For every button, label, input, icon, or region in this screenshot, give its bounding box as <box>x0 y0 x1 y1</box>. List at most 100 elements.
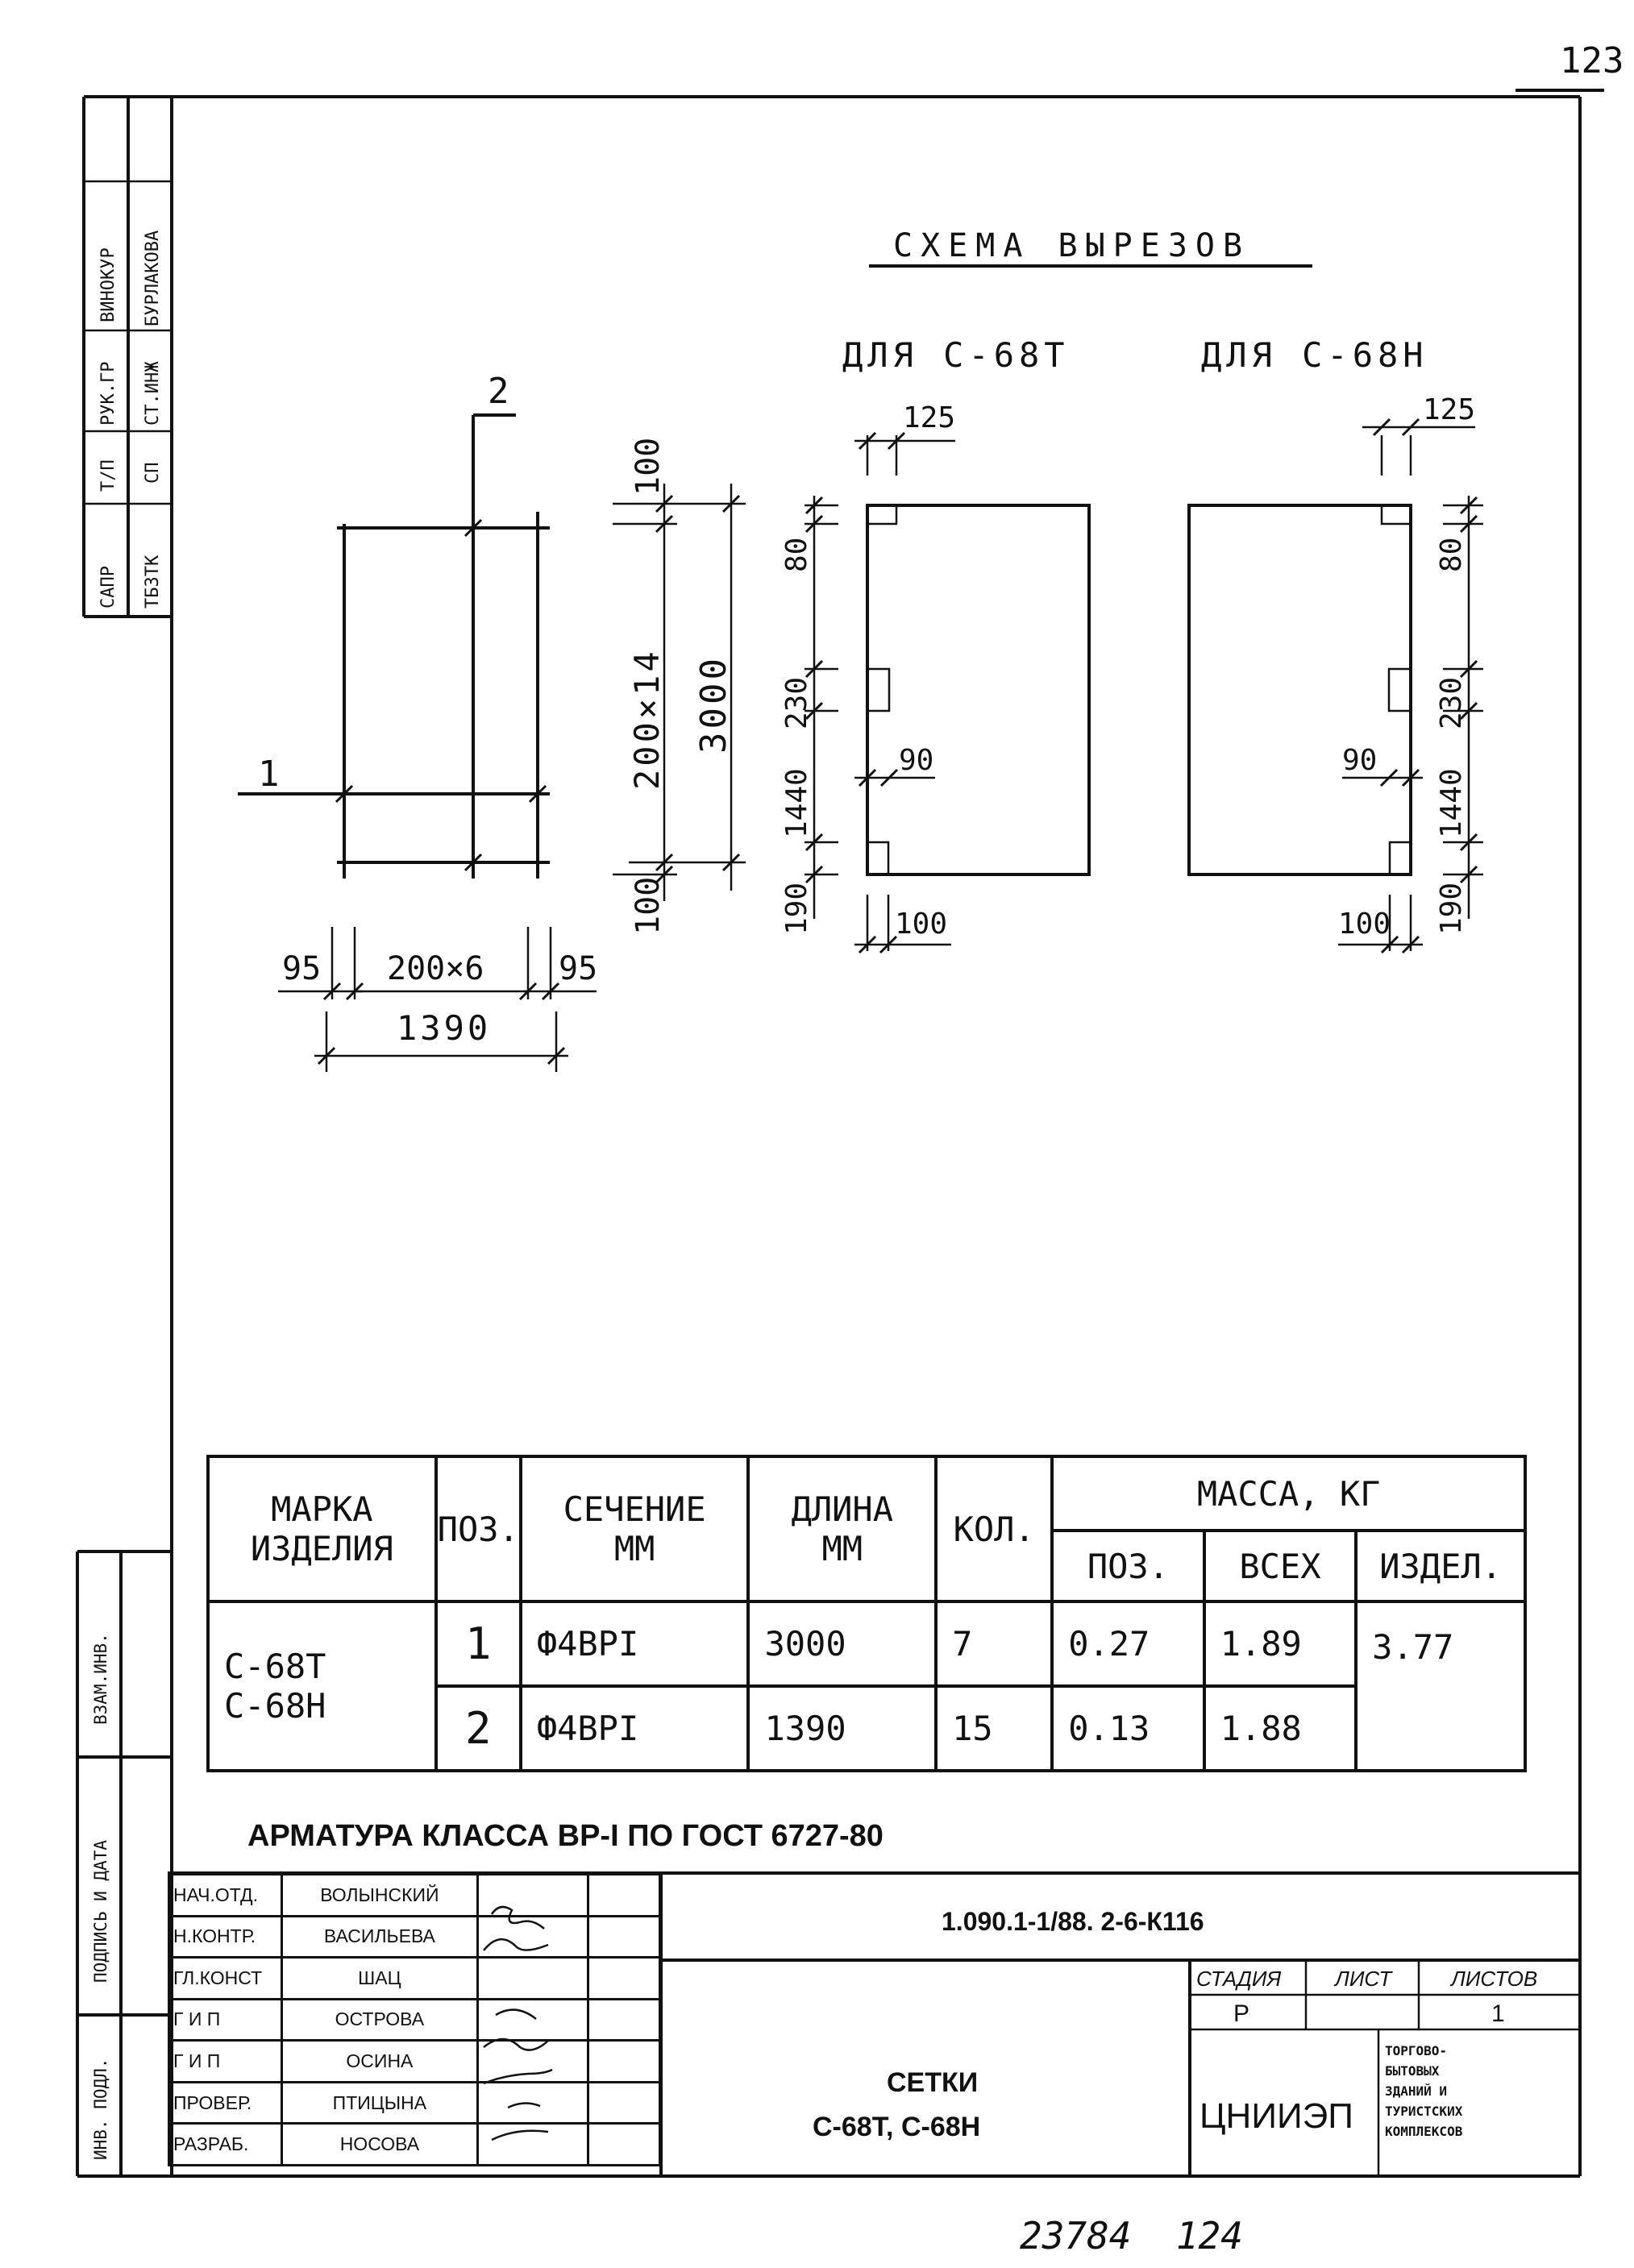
page-number: 123 <box>1560 40 1624 81</box>
table-row: С-68Т С-68Н 1 Ф4ВРI 3000 7 0.27 1.89 3.7… <box>206 1600 1527 1772</box>
row1-dlina: 3000 <box>746 1600 938 1688</box>
date-cell <box>586 1873 662 1917</box>
name-cell: ШАЦ <box>280 1956 479 2000</box>
table-row: 2 Ф4ВРI 1390 15 0.13 1.88 <box>208 1684 1525 1772</box>
dim-c68t-100: 100 <box>895 908 947 941</box>
stamp-burlakova: БУРЛАКОВА <box>143 231 163 326</box>
dim-c68n-1440: 1440 <box>1435 768 1468 838</box>
date-cell <box>586 1956 662 2000</box>
row1-sechenie: Ф4ВРI <box>518 1600 750 1688</box>
role-cell: ГЛ.КОНСТ <box>168 1956 283 2000</box>
dim-c68t-125: 125 <box>903 401 955 434</box>
stamp-tp: Т/П <box>98 459 118 492</box>
label-for-c68t: ДЛЯ С-68Т <box>842 335 1070 375</box>
dim-c68t-90: 90 <box>899 744 933 777</box>
cutout-c68t-panel <box>805 431 1091 954</box>
title-block-row: ПРОВЕР.ПТИЦЫНА <box>168 2080 662 2125</box>
dim-mesh-top-100: 100 <box>630 438 667 496</box>
name-cell: НОСОВА <box>280 2122 479 2166</box>
dim-c68n-190: 190 <box>1435 883 1468 935</box>
sheet-frame <box>84 95 1582 2178</box>
dim-mesh-200x14: 200×14 <box>627 648 667 790</box>
left-top-stamp <box>82 97 172 618</box>
mesh-horizontal-dimensions <box>278 927 597 1072</box>
row1-massa-poz: 0.27 <box>1050 1600 1206 1688</box>
row2-poz: 2 <box>434 1684 522 1772</box>
stage-label: СТАДИЯ <box>1196 1967 1281 1991</box>
title-block-row: РАЗРАБ.НОСОВА <box>168 2122 662 2166</box>
sheets-label: ЛИСТОВ <box>1449 1967 1537 1991</box>
org-desc-2: БЫТОВЫХ <box>1385 2063 1440 2079</box>
mesh-drawing <box>238 413 550 879</box>
specification-table: МАРКА ИЗДЕЛИЯ ПОЗ. СЕЧЕНИЕ ММ ДЛИНА ММ К… <box>206 1455 1527 1772</box>
bottom-note: 23784 124 <box>1020 2214 1243 2258</box>
title-block-frame <box>168 1871 1580 2176</box>
organization-name: ЦНИИЭП <box>1200 2096 1353 2136</box>
row1-poz: 1 <box>434 1600 522 1688</box>
dim-c68t-230: 230 <box>780 677 813 729</box>
position-2-label: 2 <box>488 371 509 412</box>
dim-mesh-right-95: 95 <box>559 950 597 987</box>
header-marka: МАРКА ИЗДЕЛИЯ <box>206 1455 438 1603</box>
name-cell: ВОЛЫНСКИЙ <box>280 1873 479 1917</box>
sheet-label: ЛИСТ <box>1333 1967 1393 1991</box>
org-desc-1: ТОРГОВО- <box>1385 2043 1447 2058</box>
row2-sechenie: Ф4ВРI <box>518 1684 750 1772</box>
dim-c68n-80: 80 <box>1435 538 1468 572</box>
signature-cell <box>476 1956 589 2000</box>
dim-c68t-1440: 1440 <box>780 768 813 838</box>
title-block-row: НАЧ.ОТД.ВОЛЫНСКИЙ <box>168 1873 662 1917</box>
stamp-inv-podl: ИНВ. ПОДЛ. <box>91 2058 110 2160</box>
scheme-title: СХЕМА ВЫРЕЗОВ <box>893 227 1250 264</box>
header-massa-vseh: ВСЕХ <box>1202 1529 1358 1603</box>
role-cell: ПРОВЕР. <box>168 2080 283 2125</box>
massa-izdel-value: 3.77 <box>1354 1600 1527 1772</box>
dim-c68n-230: 230 <box>1435 677 1468 729</box>
row2-kol: 15 <box>934 1684 1054 1772</box>
header-massa-poz: ПОЗ. <box>1050 1529 1206 1603</box>
stamp-podpis-data: ПОДПИСЬ И ДАТА <box>91 1840 110 1983</box>
mesh-vertical-dimensions <box>613 484 746 901</box>
dim-mesh-left-95: 95 <box>282 950 321 987</box>
date-cell <box>586 2080 662 2125</box>
name-cell: ОСИНА <box>280 2039 479 2083</box>
signature-cell <box>476 1914 589 1959</box>
signature-cell <box>476 2080 589 2125</box>
stamp-vinokur: ВИНОКУР <box>98 247 118 322</box>
label-for-c68n: ДЛЯ С-68Н <box>1201 335 1428 375</box>
signature-cell <box>476 2122 589 2166</box>
header-massa: МАССА, КГ <box>1050 1455 1527 1532</box>
sheets-value: 1 <box>1491 2000 1505 2027</box>
header-sechenie: СЕЧЕНИЕ ММ <box>518 1455 750 1603</box>
dim-mesh-1390: 1390 <box>397 1008 491 1048</box>
header-massa-izdel: ИЗДЕЛ. <box>1354 1529 1527 1603</box>
signature-cell <box>476 1997 589 2042</box>
org-desc-5: КОМПЛЕКСОВ <box>1385 2124 1463 2139</box>
date-cell <box>586 2039 662 2083</box>
stage-value: Р <box>1233 2000 1249 2027</box>
sheet-name-line1: СЕТКИ <box>887 2067 978 2098</box>
header-poz: ПОЗ. <box>434 1455 522 1603</box>
document-code: 1.090.1-1/88. 2-6-К116 <box>942 1907 1204 1936</box>
dim-mesh-200x6: 200×6 <box>387 950 484 987</box>
name-cell: ПТИЦЫНА <box>280 2080 479 2125</box>
row2-massa-vseh: 1.88 <box>1202 1684 1358 1772</box>
date-cell <box>586 1997 662 2042</box>
header-dlina: ДЛИНА ММ <box>746 1455 938 1603</box>
dim-c68n-100: 100 <box>1338 908 1391 941</box>
stamp-sp: СП <box>143 463 163 484</box>
row2-dlina: 1390 <box>746 1684 938 1772</box>
role-cell: РАЗРАБ. <box>168 2122 283 2166</box>
org-desc-4: ТУРИСТСКИХ <box>1385 2104 1463 2119</box>
date-cell <box>586 1914 662 1959</box>
dim-c68t-80: 80 <box>780 538 813 572</box>
product-marks: С-68Т С-68Н <box>206 1600 438 1772</box>
role-cell: Н.КОНТР. <box>168 1914 283 1959</box>
signature-cell <box>476 1873 589 1917</box>
dim-mesh-3000: 3000 <box>693 655 734 754</box>
dim-mesh-bottom-100: 100 <box>630 877 667 935</box>
signature-cell <box>476 2039 589 2083</box>
